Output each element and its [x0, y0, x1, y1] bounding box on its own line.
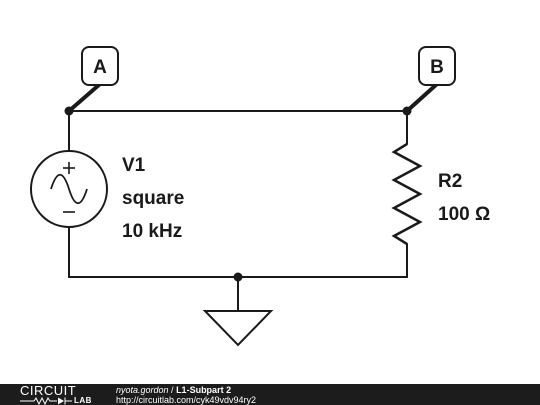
circuit-schematic: A B V1 square 10 kHz R2 100 Ω [30, 46, 490, 347]
logo-resistor-icon [20, 396, 72, 405]
footer-circuit-title[interactable]: L1-Subpart 2 [176, 385, 232, 395]
node-a-text: A [93, 57, 107, 78]
ground-icon[interactable] [202, 310, 274, 347]
footer-author-link[interactable]: nyota.gordon [116, 385, 169, 395]
footer-separator: / [168, 385, 177, 395]
ac-source-icon[interactable] [30, 150, 108, 228]
node-label-a[interactable]: A [67, 46, 119, 113]
v1-frequency: 10 kHz [122, 221, 182, 242]
r2-value: 100 Ω [438, 204, 490, 225]
circuitlab-logo[interactable]: CIRCUIT LAB [20, 384, 98, 405]
v1-name: V1 [122, 155, 146, 176]
footer-attribution: nyota.gordon / L1-Subpart 2 [116, 385, 231, 395]
resistor-zigzag-icon[interactable] [391, 142, 423, 246]
node-label-b[interactable]: B [405, 46, 456, 113]
node-b-text: B [430, 57, 444, 78]
junction-dot-ground [233, 272, 243, 282]
footer-url-link[interactable]: http://circuitlab.com/cyk49vdv94ry2 [116, 395, 257, 405]
r2-name: R2 [438, 171, 462, 192]
v1-waveform: square [122, 188, 184, 209]
logo-text-lab: LAB [74, 396, 92, 405]
footer-bar: CIRCUIT LAB nyota.gordon / L1-Subpart 2 … [0, 384, 540, 405]
logo-text-circuit: CIRCUIT [20, 384, 77, 398]
